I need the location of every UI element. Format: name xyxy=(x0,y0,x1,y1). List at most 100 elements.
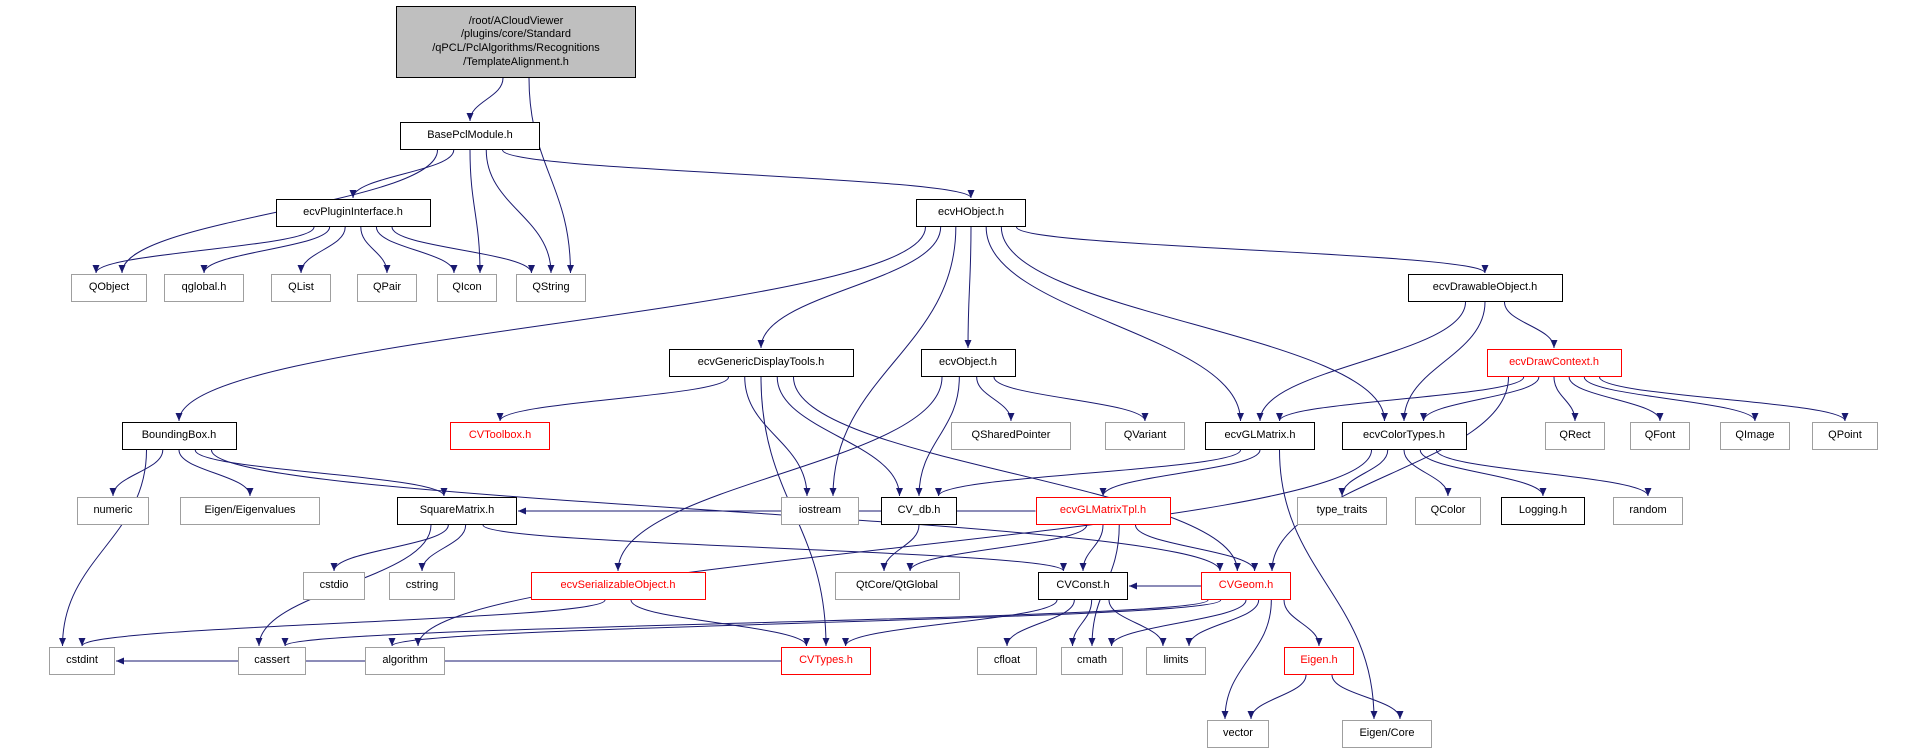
edge-ecvGLMatrixTpl.h-QtCore/QtGlobal xyxy=(906,524,1088,572)
graph-node-label: QObject xyxy=(88,281,130,294)
graph-node-CVConst.h[interactable]: CVConst.h xyxy=(1038,572,1128,600)
edge-ecvHObject.h-BoundingBox.h xyxy=(175,226,926,422)
graph-node-ecvPluginInterface.h[interactable]: ecvPluginInterface.h xyxy=(275,199,431,227)
graph-node-CVToolbox.h[interactable]: CVToolbox.h xyxy=(450,422,550,450)
graph-node-SquareMatrix.h[interactable]: SquareMatrix.h xyxy=(397,497,517,525)
edge-ecvColorTypes.h-Logging.h xyxy=(1419,449,1547,497)
graph-node-QImage: QImage xyxy=(1720,422,1790,450)
graph-node-label: QImage xyxy=(1735,429,1775,442)
graph-node-label: ecvSerializableObject.h xyxy=(560,579,676,592)
edge-ecvGenericDisplayTools.h-CVToolbox.h xyxy=(496,376,729,422)
graph-node-QtCore/QtGlobal: QtCore/QtGlobal xyxy=(834,572,960,600)
graph-node-label: QColor xyxy=(1430,504,1466,517)
graph-node-ecvDrawContext.h[interactable]: ecvDrawContext.h xyxy=(1486,349,1622,377)
graph-node-label: /root/ACloudViewer /plugins/core/Standar… xyxy=(432,14,600,68)
edge-ecvColorTypes.h-random xyxy=(1436,449,1652,497)
edge-ecvDrawContext.h-QImage xyxy=(1583,376,1759,422)
edge-ecvDrawContext.h-QPoint xyxy=(1599,376,1849,422)
graph-node-label: SquareMatrix.h xyxy=(419,504,495,517)
graph-node-CV_db.h[interactable]: CV_db.h xyxy=(881,497,957,525)
edge-CVConst.h-cfloat xyxy=(1003,599,1075,647)
graph-node-ecvObject.h[interactable]: ecvObject.h xyxy=(920,349,1016,377)
graph-node-label: BoundingBox.h xyxy=(141,429,217,442)
graph-node-label: Logging.h xyxy=(1518,504,1568,517)
graph-node-ecvGLMatrixTpl.h[interactable]: ecvGLMatrixTpl.h xyxy=(1035,497,1171,525)
graph-node-BasePclModule.h[interactable]: BasePclModule.h xyxy=(400,122,540,150)
graph-node-label: cmath xyxy=(1077,654,1107,667)
graph-node-Eigen/Eigenvalues: Eigen/Eigenvalues xyxy=(180,497,320,525)
graph-node-QFont: QFont xyxy=(1630,422,1690,450)
edge-ecvColorTypes.h-algorithm xyxy=(414,449,1372,647)
graph-node-label: type_traits xyxy=(1316,504,1368,517)
edge-ecvPluginInterface.h-QString xyxy=(391,226,535,274)
graph-node-CVGeom.h[interactable]: CVGeom.h xyxy=(1201,572,1291,600)
edge-CVGeom.h-cassert xyxy=(281,599,1209,647)
graph-node-QPoint: QPoint xyxy=(1812,422,1878,450)
edge-ecvObject.h-QSharedPointer xyxy=(976,376,1015,422)
graph-node-random: random xyxy=(1613,497,1683,525)
edge-BoundingBox.h-numeric xyxy=(109,449,164,497)
graph-node-label: ecvGLMatrixTpl.h xyxy=(1059,504,1147,517)
graph-node-ecvHObject.h[interactable]: ecvHObject.h xyxy=(916,199,1026,227)
edge-ecvDrawContext.h-ecvGLMatrix.h xyxy=(1276,376,1525,422)
graph-node-ecvGenericDisplayTools.h[interactable]: ecvGenericDisplayTools.h xyxy=(668,349,854,377)
graph-node-label: cstdint xyxy=(66,654,98,667)
graph-node-QObject: QObject xyxy=(71,274,147,302)
edge-ecvGLMatrix.h-Eigen/Core xyxy=(1279,449,1378,720)
edge-ecvPluginInterface.h-QList xyxy=(297,226,346,274)
edge-ecvPluginInterface.h-QIcon xyxy=(375,226,458,274)
graph-node-BoundingBox.h[interactable]: BoundingBox.h xyxy=(121,422,237,450)
edge-SquareMatrix.h-cstdio xyxy=(330,524,449,572)
edge-CVConst.h-cmath xyxy=(1069,599,1093,647)
edge-Eigen.h-vector xyxy=(1247,674,1307,720)
graph-node-QRect: QRect xyxy=(1545,422,1605,450)
graph-node-limits: limits xyxy=(1146,647,1206,675)
edge-ecvDrawContext.h-QRect xyxy=(1553,376,1579,422)
graph-node-label: cfloat xyxy=(993,654,1021,667)
edge-BasePclModule.h-QIcon xyxy=(469,149,484,274)
edge-ecvGenericDisplayTools.h-iostream xyxy=(744,376,811,497)
edge-CVConst.h-limits xyxy=(1108,599,1167,647)
edge-ecvSerializableObject.h-cstdint xyxy=(78,599,606,647)
edge-BoundingBox.h-cstdint xyxy=(59,449,147,647)
graph-node-label: random xyxy=(1629,504,1667,517)
graph-node-label: QString xyxy=(532,281,570,294)
graph-node-Eigen/Core: Eigen/Core xyxy=(1342,720,1432,748)
graph-node-label: CV_db.h xyxy=(897,504,941,517)
graph-node-cstdint: cstdint xyxy=(49,647,115,675)
graph-node-ecvSerializableObject.h[interactable]: ecvSerializableObject.h xyxy=(530,572,706,600)
edge-ecvPluginInterface.h-QObject xyxy=(92,226,315,274)
edge-BoundingBox.h-Eigen/Eigenvalues xyxy=(178,449,254,497)
edge-ecvPluginInterface.h-qglobal.h xyxy=(200,226,331,274)
graph-node-label: CVTypes.h xyxy=(799,654,853,667)
graph-node-label: ecvGLMatrix.h xyxy=(1224,429,1296,442)
graph-node-label: numeric xyxy=(93,504,133,517)
edge-CVGeom.h-cmath xyxy=(1108,599,1247,647)
graph-node-ecvGLMatrix.h[interactable]: ecvGLMatrix.h xyxy=(1205,422,1315,450)
graph-node-label: ecvDrawContext.h xyxy=(1509,356,1599,369)
graph-node-label: Eigen/Core xyxy=(1359,727,1415,740)
edge-CVGeom.h-limits xyxy=(1185,599,1260,647)
graph-node-QIcon: QIcon xyxy=(437,274,497,302)
graph-node-cmath: cmath xyxy=(1061,647,1123,675)
graph-node-iostream: iostream xyxy=(781,497,859,525)
graph-node-cstdio: cstdio xyxy=(303,572,365,600)
edge-TemplateAlignment.h-QString xyxy=(528,77,574,274)
graph-node-qglobal.h: qglobal.h xyxy=(164,274,244,302)
edge-Eigen.h-Eigen/Core xyxy=(1331,674,1404,720)
edge-ecvDrawableObject.h-ecvDrawContext.h xyxy=(1504,301,1558,349)
graph-node-Logging.h[interactable]: Logging.h xyxy=(1501,497,1585,525)
edge-CV_db.h-QtCore/QtGlobal xyxy=(880,524,920,572)
graph-node-cfloat: cfloat xyxy=(977,647,1037,675)
graph-node-label: cstring xyxy=(405,579,439,592)
graph-node-Eigen.h[interactable]: Eigen.h xyxy=(1284,647,1354,675)
graph-node-label: QFont xyxy=(1644,429,1676,442)
graph-node-label: CVToolbox.h xyxy=(468,429,532,442)
graph-node-CVTypes.h[interactable]: CVTypes.h xyxy=(781,647,871,675)
graph-node-ecvColorTypes.h[interactable]: ecvColorTypes.h xyxy=(1341,422,1467,450)
edge-ecvDrawableObject.h-ecvColorTypes.h xyxy=(1400,301,1486,422)
edge-SquareMatrix.h-CVConst.h xyxy=(482,524,1067,572)
graph-node-label: ecvColorTypes.h xyxy=(1363,429,1445,442)
graph-node-ecvDrawableObject.h[interactable]: ecvDrawableObject.h xyxy=(1407,274,1563,302)
edge-TemplateAlignment.h-BasePclModule.h xyxy=(466,77,504,122)
